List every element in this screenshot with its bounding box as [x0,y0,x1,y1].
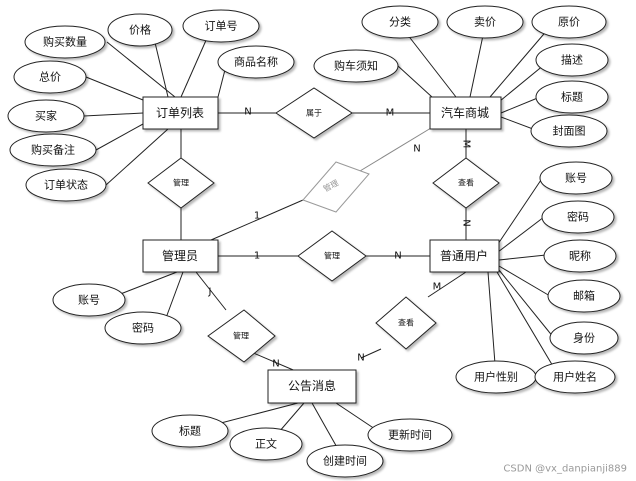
relationship-view-mall: 查看 [432,157,500,209]
entity-user-label: 普通用户 [440,248,488,263]
entity-car-mall-label: 汽车商城 [441,105,489,120]
cardinality-labels: N M M N 1 N 1 N J N N M [208,107,472,370]
relationship-view-mall-label: 查看 [458,178,474,188]
cardinality-mall-view: M [461,140,472,149]
cardinality-user-admin: N [394,251,401,262]
entity-order-list: 订单列表 [142,96,219,130]
attribute-notice-body: 正文 [255,437,277,451]
attribute-order-remark: 购买备注 [31,143,75,157]
entity-admin-label: 管理员 [162,248,198,263]
attribute-order-price: 价格 [129,23,151,37]
attribute-user-account: 账号 [565,172,587,185]
attribute-order-quantity: 购买数量 [43,35,87,49]
attribute-notice-updated-time: 更新时间 [388,428,432,442]
attribute-order-total: 总价 [39,70,61,84]
cardinality-mall-belongs: M [386,108,395,119]
cardinality-admin-mall: 1 [254,211,260,222]
watermark: CSDN @vx_danpianji889 [503,464,627,475]
relationship-manage-order-label: 管理 [173,178,189,188]
attribute-mall-description: 描述 [561,53,583,67]
relationship-manage-mall: 管理 [302,161,370,213]
relationship-view-notice: 查看 [375,296,437,350]
entity-car-mall: 汽车商城 [429,96,502,130]
attribute-mall-category: 分类 [389,15,411,29]
entity-notice: 公告消息 [267,369,357,404]
attribute-admin-account: 账号 [78,294,100,307]
attribute-admin-password: 密码 [132,321,154,335]
relationship-manage-notice-label: 管理 [233,331,249,341]
cardinality-user-notice: M [433,282,442,293]
attribute-mall-original-price: 原价 [558,16,580,29]
relationship-belongs: 属于 [275,87,353,139]
cardinality-admin-user: 1 [254,251,260,262]
entity-order-list-label: 订单列表 [156,106,204,120]
attribute-user-identity: 身份 [573,331,595,345]
cardinality-mall-admin: N [413,144,420,155]
attributes-order-list: 购买数量 价格 订单号 商品名称 总价 买家 购买备注 订单状态 [7,9,295,202]
attribute-user-email: 邮箱 [573,289,595,303]
relationship-manage-user-label: 管理 [324,251,340,261]
cardinality-admin-notice: J [208,287,212,298]
attribute-notice-title: 标题 [179,424,201,438]
attribute-user-password: 密码 [567,210,589,224]
relationship-manage-user: 管理 [297,230,367,282]
attribute-user-gender: 用户性别 [474,370,518,384]
relationship-belongs-label: 属于 [306,109,322,118]
entity-user: 普通用户 [429,239,500,273]
attribute-mall-sale-price: 卖价 [474,16,496,29]
attributes-notice: 标题 正文 创建时间 更新时间 [151,414,453,478]
connector-lines [83,24,558,459]
cardinality-user-view: N [461,219,472,226]
cardinality-notice-user: N [357,353,364,364]
attribute-mall-purchase-notes: 购车须知 [334,59,378,73]
relationship-manage-notice: 管理 [207,309,276,363]
attributes-car-mall: 分类 卖价 原价 购车须知 描述 标题 封面图 [313,5,609,148]
attribute-mall-title: 标题 [561,90,583,104]
relationship-manage-order: 管理 [147,157,215,209]
attribute-order-status: 订单状态 [44,178,88,192]
relationship-view-notice-label: 查看 [398,318,414,328]
attribute-order-buyer: 买家 [35,109,57,123]
cardinality-notice-admin: N [272,359,279,370]
attributes-user: 账号 密码 昵称 邮箱 身份 用户性别 用户姓名 [455,161,621,394]
attribute-notice-created-time: 创建时间 [323,454,367,468]
cardinality-order-belongs: N [244,107,251,118]
attribute-user-name: 用户姓名 [553,370,597,384]
entity-notice-label: 公告消息 [288,378,336,393]
attribute-mall-cover-image: 封面图 [553,124,586,138]
attribute-order-product-name: 商品名称 [234,55,278,69]
entity-admin: 管理员 [142,239,219,273]
attributes-admin: 账号 密码 [52,283,182,345]
attribute-order-number: 订单号 [205,20,238,33]
attribute-user-nickname: 昵称 [569,249,591,263]
